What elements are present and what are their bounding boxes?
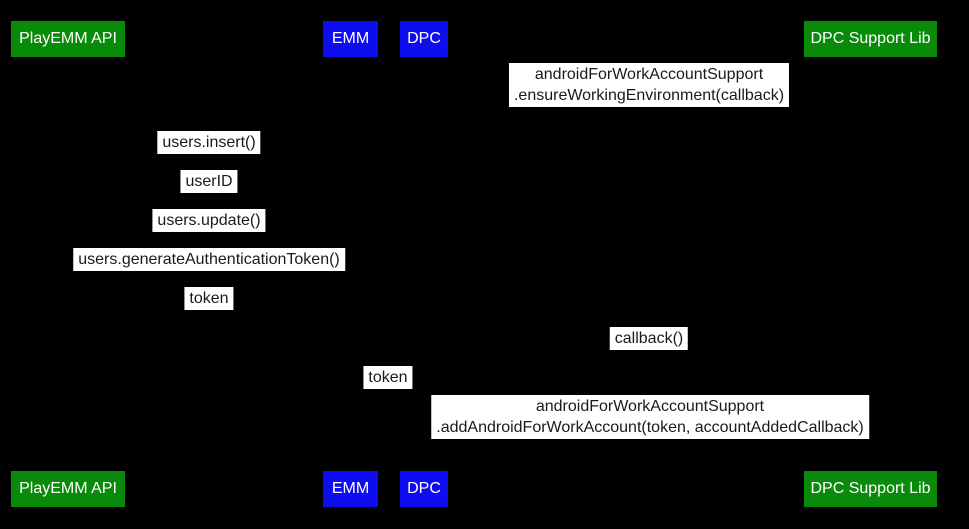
message-line: androidForWorkAccountSupport xyxy=(534,66,764,83)
actor-emm-top: EMM xyxy=(323,21,378,57)
actor-dpc-bottom: DPC xyxy=(400,471,448,507)
message-add-android-for-work-account: androidForWorkAccountSupport .addAndroid… xyxy=(431,395,869,439)
message-userid: userID xyxy=(180,170,238,193)
actor-playemm-api-bottom: PlayEMM API xyxy=(11,471,125,507)
message-token-to-playemm: token xyxy=(184,287,234,310)
message-users-insert: users.insert() xyxy=(157,131,261,154)
message-callback: callback() xyxy=(609,327,689,350)
message-users-update: users.update() xyxy=(152,209,266,232)
message-token-to-dpc: token xyxy=(363,366,413,389)
actor-dpc-support-lib-top: DPC Support Lib xyxy=(804,21,937,57)
message-ensure-working-environment: androidForWorkAccountSupport .ensureWork… xyxy=(508,63,790,107)
message-line: androidForWorkAccountSupport xyxy=(535,398,765,415)
actor-emm-bottom: EMM xyxy=(323,471,378,507)
message-line: .ensureWorkingEnvironment(callback) xyxy=(513,87,785,104)
message-generate-authentication-token: users.generateAuthenticationToken() xyxy=(73,248,345,271)
actor-dpc-support-lib-bottom: DPC Support Lib xyxy=(804,471,937,507)
actor-playemm-api-top: PlayEMM API xyxy=(11,21,125,57)
actor-dpc-top: DPC xyxy=(400,21,448,57)
message-line: .addAndroidForWorkAccount(token, account… xyxy=(436,419,864,436)
